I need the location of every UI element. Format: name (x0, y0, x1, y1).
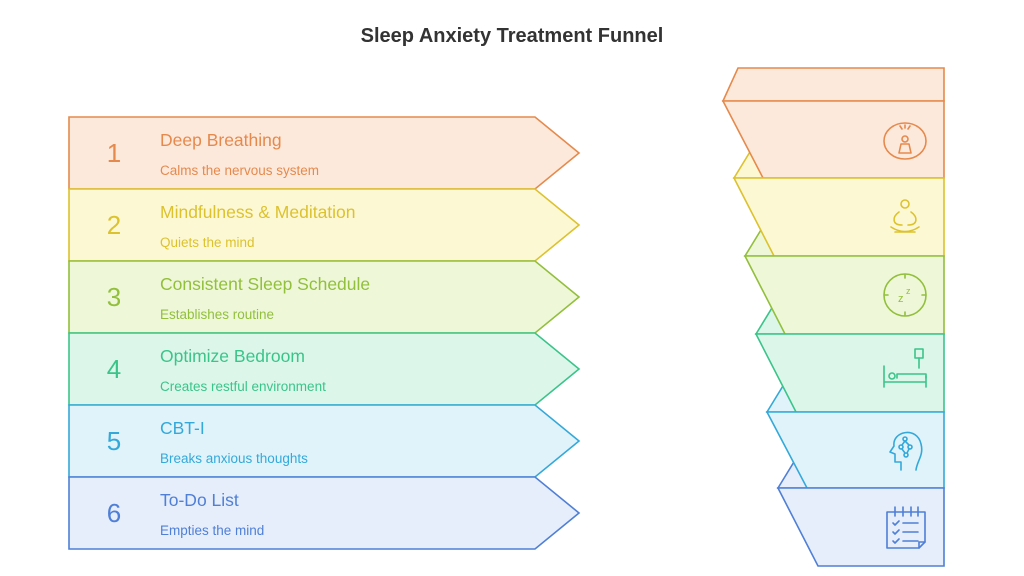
step-label: Deep Breathing (160, 130, 282, 150)
step-label: To-Do List (160, 490, 239, 510)
step-arrow-shape (68, 476, 581, 550)
lotus-pose-icon (890, 199, 920, 233)
step-description: Calms the nervous system (160, 163, 319, 178)
step-description: Breaks anxious thoughts (160, 451, 308, 466)
step-number: 1 (107, 138, 121, 168)
step-number: 2 (107, 210, 121, 240)
step-arrow-shape (68, 116, 581, 190)
step-arrow-shape (68, 332, 581, 406)
funnel-face (721, 100, 945, 179)
brain-head-icon (889, 431, 923, 471)
bed-lamp-icon (883, 348, 927, 388)
funnel-top-flap (721, 67, 945, 102)
checklist-icon (886, 506, 926, 549)
svg-text:z: z (906, 286, 911, 296)
step-arrow-shape (68, 404, 581, 478)
step-description: Establishes routine (160, 307, 274, 322)
step-number: 5 (107, 426, 121, 456)
step-number: 6 (107, 498, 121, 528)
step-arrow-shape (68, 188, 581, 262)
sleep-clock-icon: zz (883, 273, 927, 317)
meditating-head-icon (883, 122, 927, 160)
svg-text:z: z (898, 293, 904, 305)
funnel-layer-1 (721, 100, 945, 179)
funnel-layer-6 (776, 487, 945, 567)
step-description: Quiets the mind (160, 235, 255, 250)
step-label: Optimize Bedroom (160, 346, 305, 366)
step-arrow-shape (68, 260, 581, 334)
funnel-face (776, 487, 945, 567)
step-description: Empties the mind (160, 523, 264, 538)
step-label: CBT-I (160, 418, 205, 438)
step-label: Consistent Sleep Schedule (160, 274, 370, 294)
step-description: Creates restful environment (160, 379, 326, 394)
step-5: 5 CBT-I Breaks anxious thoughts (68, 404, 581, 478)
page-title: Sleep Anxiety Treatment Funnel (360, 25, 664, 47)
step-label: Mindfulness & Meditation (160, 202, 356, 222)
step-number: 3 (107, 282, 121, 312)
step-number: 4 (107, 354, 121, 384)
